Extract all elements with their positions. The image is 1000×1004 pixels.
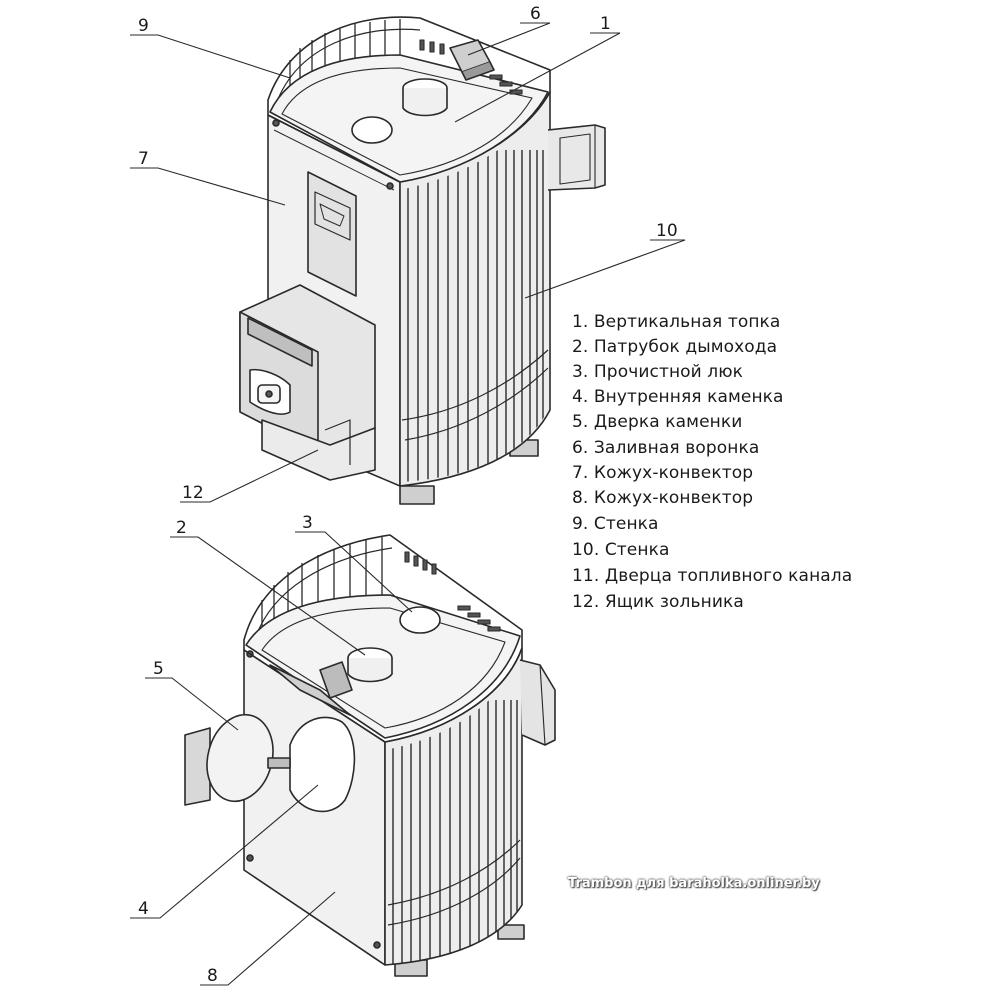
callout-2: 2 xyxy=(176,518,187,538)
leader-3 xyxy=(295,531,413,613)
foot-left xyxy=(399,485,435,505)
callout-9: 9 xyxy=(138,16,149,36)
leader-1 xyxy=(454,32,621,123)
legend-item-5: 5. Дверка каменки xyxy=(572,412,743,432)
lower-cleaning-hatch xyxy=(399,606,441,634)
stove-bottom-exploded xyxy=(184,534,556,977)
watermark: Trambon для baraholka.onliner.by xyxy=(568,876,820,891)
callout-numbers: 1 6 9 7 10 12 2 3 5 4 8 xyxy=(138,4,678,986)
legend-item-12: 12. Ящик зольника xyxy=(572,592,744,612)
leader-6 xyxy=(467,22,551,56)
callout-3: 3 xyxy=(302,513,313,533)
legend-item-11: 11. Дверца топливного канала xyxy=(572,566,853,586)
leader-12 xyxy=(180,449,319,503)
stone-door xyxy=(184,727,211,806)
legend-item-10: 10. Стенка xyxy=(572,540,670,560)
callout-1: 1 xyxy=(600,14,611,34)
legend-item-2: 2. Патрубок дымохода xyxy=(572,337,778,357)
leader-10 xyxy=(524,239,686,299)
stone-opening xyxy=(289,716,356,813)
legend-item-7: 7. Кожух-конвектор xyxy=(572,463,754,483)
legend-item-4: 4. Внутренняя каменка xyxy=(572,387,784,407)
callout-10: 10 xyxy=(656,221,678,241)
legend-item-1: 1. Вертикальная топка xyxy=(572,312,781,332)
leader-4 xyxy=(130,784,319,919)
ash-drawer xyxy=(261,419,376,481)
callout-4: 4 xyxy=(138,899,149,919)
leader-7 xyxy=(130,167,286,206)
callout-7: 7 xyxy=(138,149,149,169)
callout-6: 6 xyxy=(530,4,541,24)
callout-8: 8 xyxy=(207,966,218,986)
stove-top-assembled xyxy=(239,16,606,505)
legend-item-6: 6. Заливная воронка xyxy=(572,438,760,458)
callout-5: 5 xyxy=(153,659,164,679)
leader-9 xyxy=(130,34,291,79)
top-plate xyxy=(269,54,549,183)
legend-item-9: 9. Стенка xyxy=(572,514,659,534)
legend-item-8: 8. Кожух-конвектор xyxy=(572,488,754,508)
leader-5 xyxy=(145,677,239,731)
vent-slots xyxy=(419,39,523,95)
leader-8 xyxy=(200,891,336,986)
side-handle xyxy=(547,124,606,191)
legend-item-3: 3. Прочистной люк xyxy=(572,362,744,382)
cleaning-hatch xyxy=(351,116,393,144)
callout-12: 12 xyxy=(182,483,204,503)
callout-leaders xyxy=(130,22,686,986)
leader-2 xyxy=(170,536,366,656)
badge-plate xyxy=(307,171,357,297)
